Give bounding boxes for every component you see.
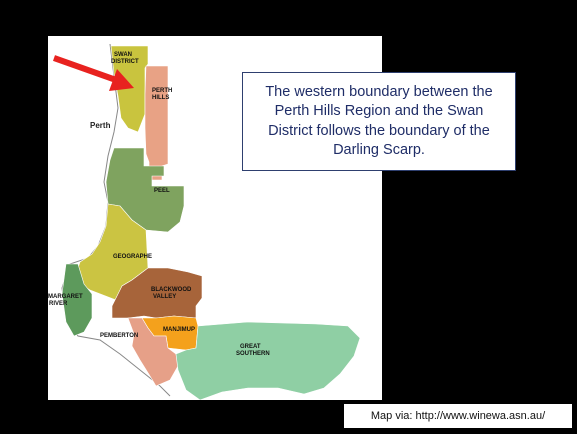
label-perth-hills-line1: PERTH <box>152 88 172 94</box>
label-blackwood-line1: BLACKWOOD <box>151 287 192 293</box>
label-swan-line2: DISTRICT <box>111 59 139 65</box>
label-peel: PEEL <box>154 188 170 194</box>
label-perth-hills-line2: HILLS <box>152 95 169 101</box>
wine-regions-map: SWAN DISTRICT PERTH HILLS PEEL GEOGRAPHE… <box>48 43 361 400</box>
pointer-arrow-icon <box>52 55 134 91</box>
label-pemberton: PEMBERTON <box>100 333 138 339</box>
region-great-southern <box>175 321 361 400</box>
label-margaret-line2: RIVER <box>49 301 68 307</box>
label-great-southern-line1: GREAT <box>240 344 261 350</box>
region-perth-hills <box>144 65 169 181</box>
label-manjimup: MANJIMUP <box>163 327 195 333</box>
city-perth: Perth <box>90 121 111 130</box>
label-geographe: GEOGRAPHE <box>113 254 152 260</box>
label-margaret-line1: MARGARET <box>48 294 83 300</box>
label-great-southern-line2: SOUTHERN <box>236 351 270 357</box>
callout-text: The western boundary between the Perth H… <box>265 83 493 159</box>
label-blackwood-line2: VALLEY <box>153 294 176 300</box>
region-margaret-river <box>61 263 93 337</box>
callout-box: The western boundary between the Perth H… <box>242 72 516 171</box>
credit-text: Map via: http://www.winewa.asn.au/ <box>370 410 546 422</box>
label-swan-line1: SWAN <box>114 52 132 58</box>
map-credit: Map via: http://www.winewa.asn.au/ <box>344 404 572 428</box>
region-peel <box>105 147 185 233</box>
